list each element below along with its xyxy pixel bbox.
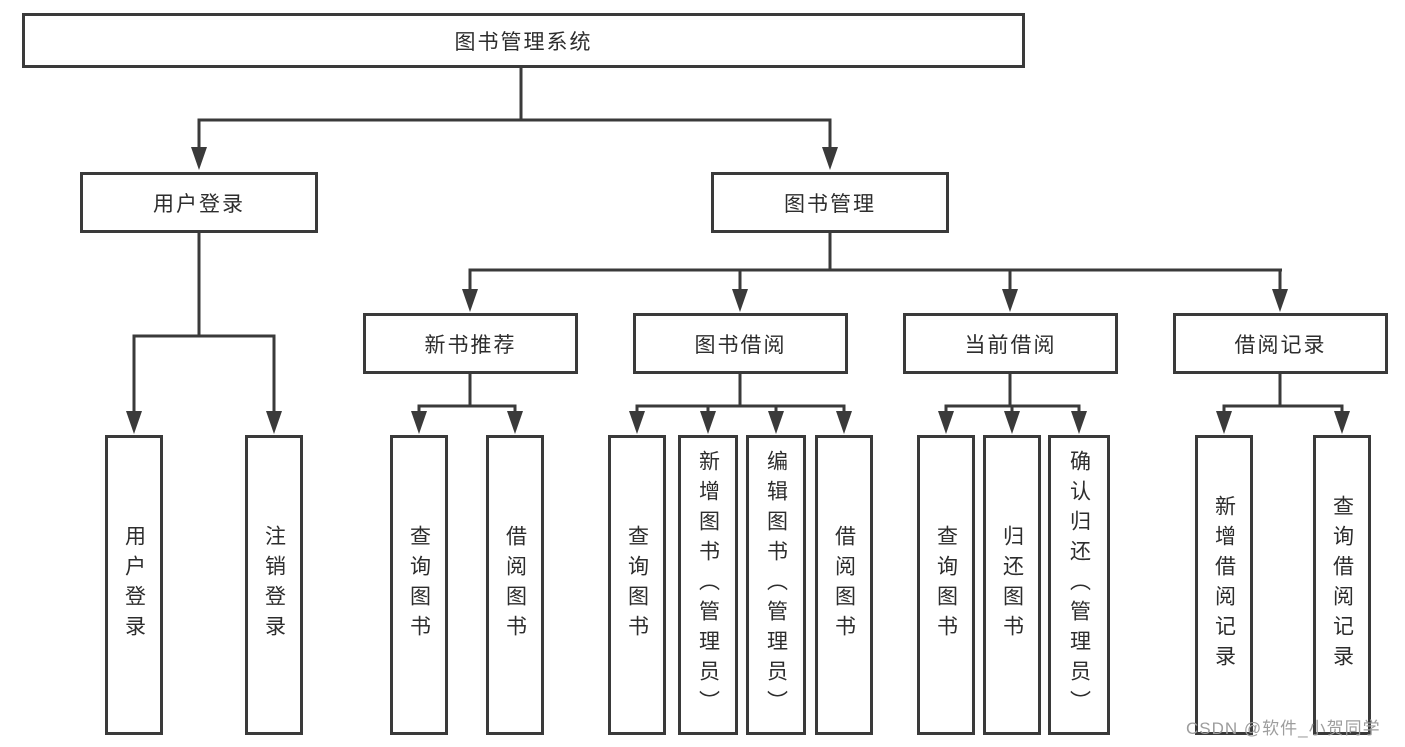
leaf-return-books: 归还图书 <box>983 435 1041 735</box>
leaf-borrow-books: 借阅图书 <box>486 435 544 735</box>
leaf-label: 新增图书（管理员） <box>696 450 720 720</box>
leaf-label: 编辑图书（管理员） <box>764 450 788 720</box>
node-borrow-records: 借阅记录 <box>1173 313 1388 374</box>
leaf-query-books: 查询图书 <box>390 435 448 735</box>
leaf-borrow-books: 借阅图书 <box>815 435 873 735</box>
node-user-login: 用户登录 <box>80 172 318 233</box>
node-label: 图书管理 <box>784 192 876 216</box>
leaf-label: 查询借阅记录 <box>1330 495 1354 675</box>
node-label: 借阅记录 <box>1234 333 1327 357</box>
csdn-watermark: CSDN @软件_小贺同学 <box>1186 719 1381 738</box>
leaf-label: 归还图书 <box>1000 525 1024 645</box>
leaf-label: 查询图书 <box>407 525 431 645</box>
leaf-label: 用户登录 <box>122 525 146 645</box>
node-book-management: 图书管理 <box>711 172 949 233</box>
leaf-query-books: 查询图书 <box>608 435 666 735</box>
leaf-logout: 注销登录 <box>245 435 303 735</box>
leaf-add-books-admin: 新增图书（管理员） <box>678 435 738 735</box>
leaf-edit-books-admin: 编辑图书（管理员） <box>746 435 806 735</box>
node-book-borrow: 图书借阅 <box>633 313 848 374</box>
node-label: 当前借阅 <box>964 333 1057 357</box>
node-label: 新书推荐 <box>424 333 517 357</box>
leaf-label: 新增借阅记录 <box>1212 495 1236 675</box>
leaf-label: 查询图书 <box>625 525 649 645</box>
node-label: 图书借阅 <box>694 333 787 357</box>
leaf-add-borrow-record: 新增借阅记录 <box>1195 435 1253 735</box>
node-new-book-recommend: 新书推荐 <box>363 313 578 374</box>
leaf-label: 借阅图书 <box>503 525 527 645</box>
leaf-user-login: 用户登录 <box>105 435 163 735</box>
leaf-label: 查询图书 <box>934 525 958 645</box>
leaf-query-books: 查询图书 <box>917 435 975 735</box>
leaf-query-borrow-record: 查询借阅记录 <box>1313 435 1371 735</box>
leaf-confirm-return-admin: 确认归还（管理员） <box>1048 435 1110 735</box>
node-label: 图书管理系统 <box>454 30 593 54</box>
node-library-management-system: 图书管理系统 <box>22 13 1025 68</box>
leaf-label: 注销登录 <box>262 525 286 645</box>
node-label: 用户登录 <box>153 192 245 216</box>
node-current-borrow: 当前借阅 <box>903 313 1118 374</box>
leaf-label: 确认归还（管理员） <box>1067 450 1091 720</box>
leaf-label: 借阅图书 <box>832 525 856 645</box>
